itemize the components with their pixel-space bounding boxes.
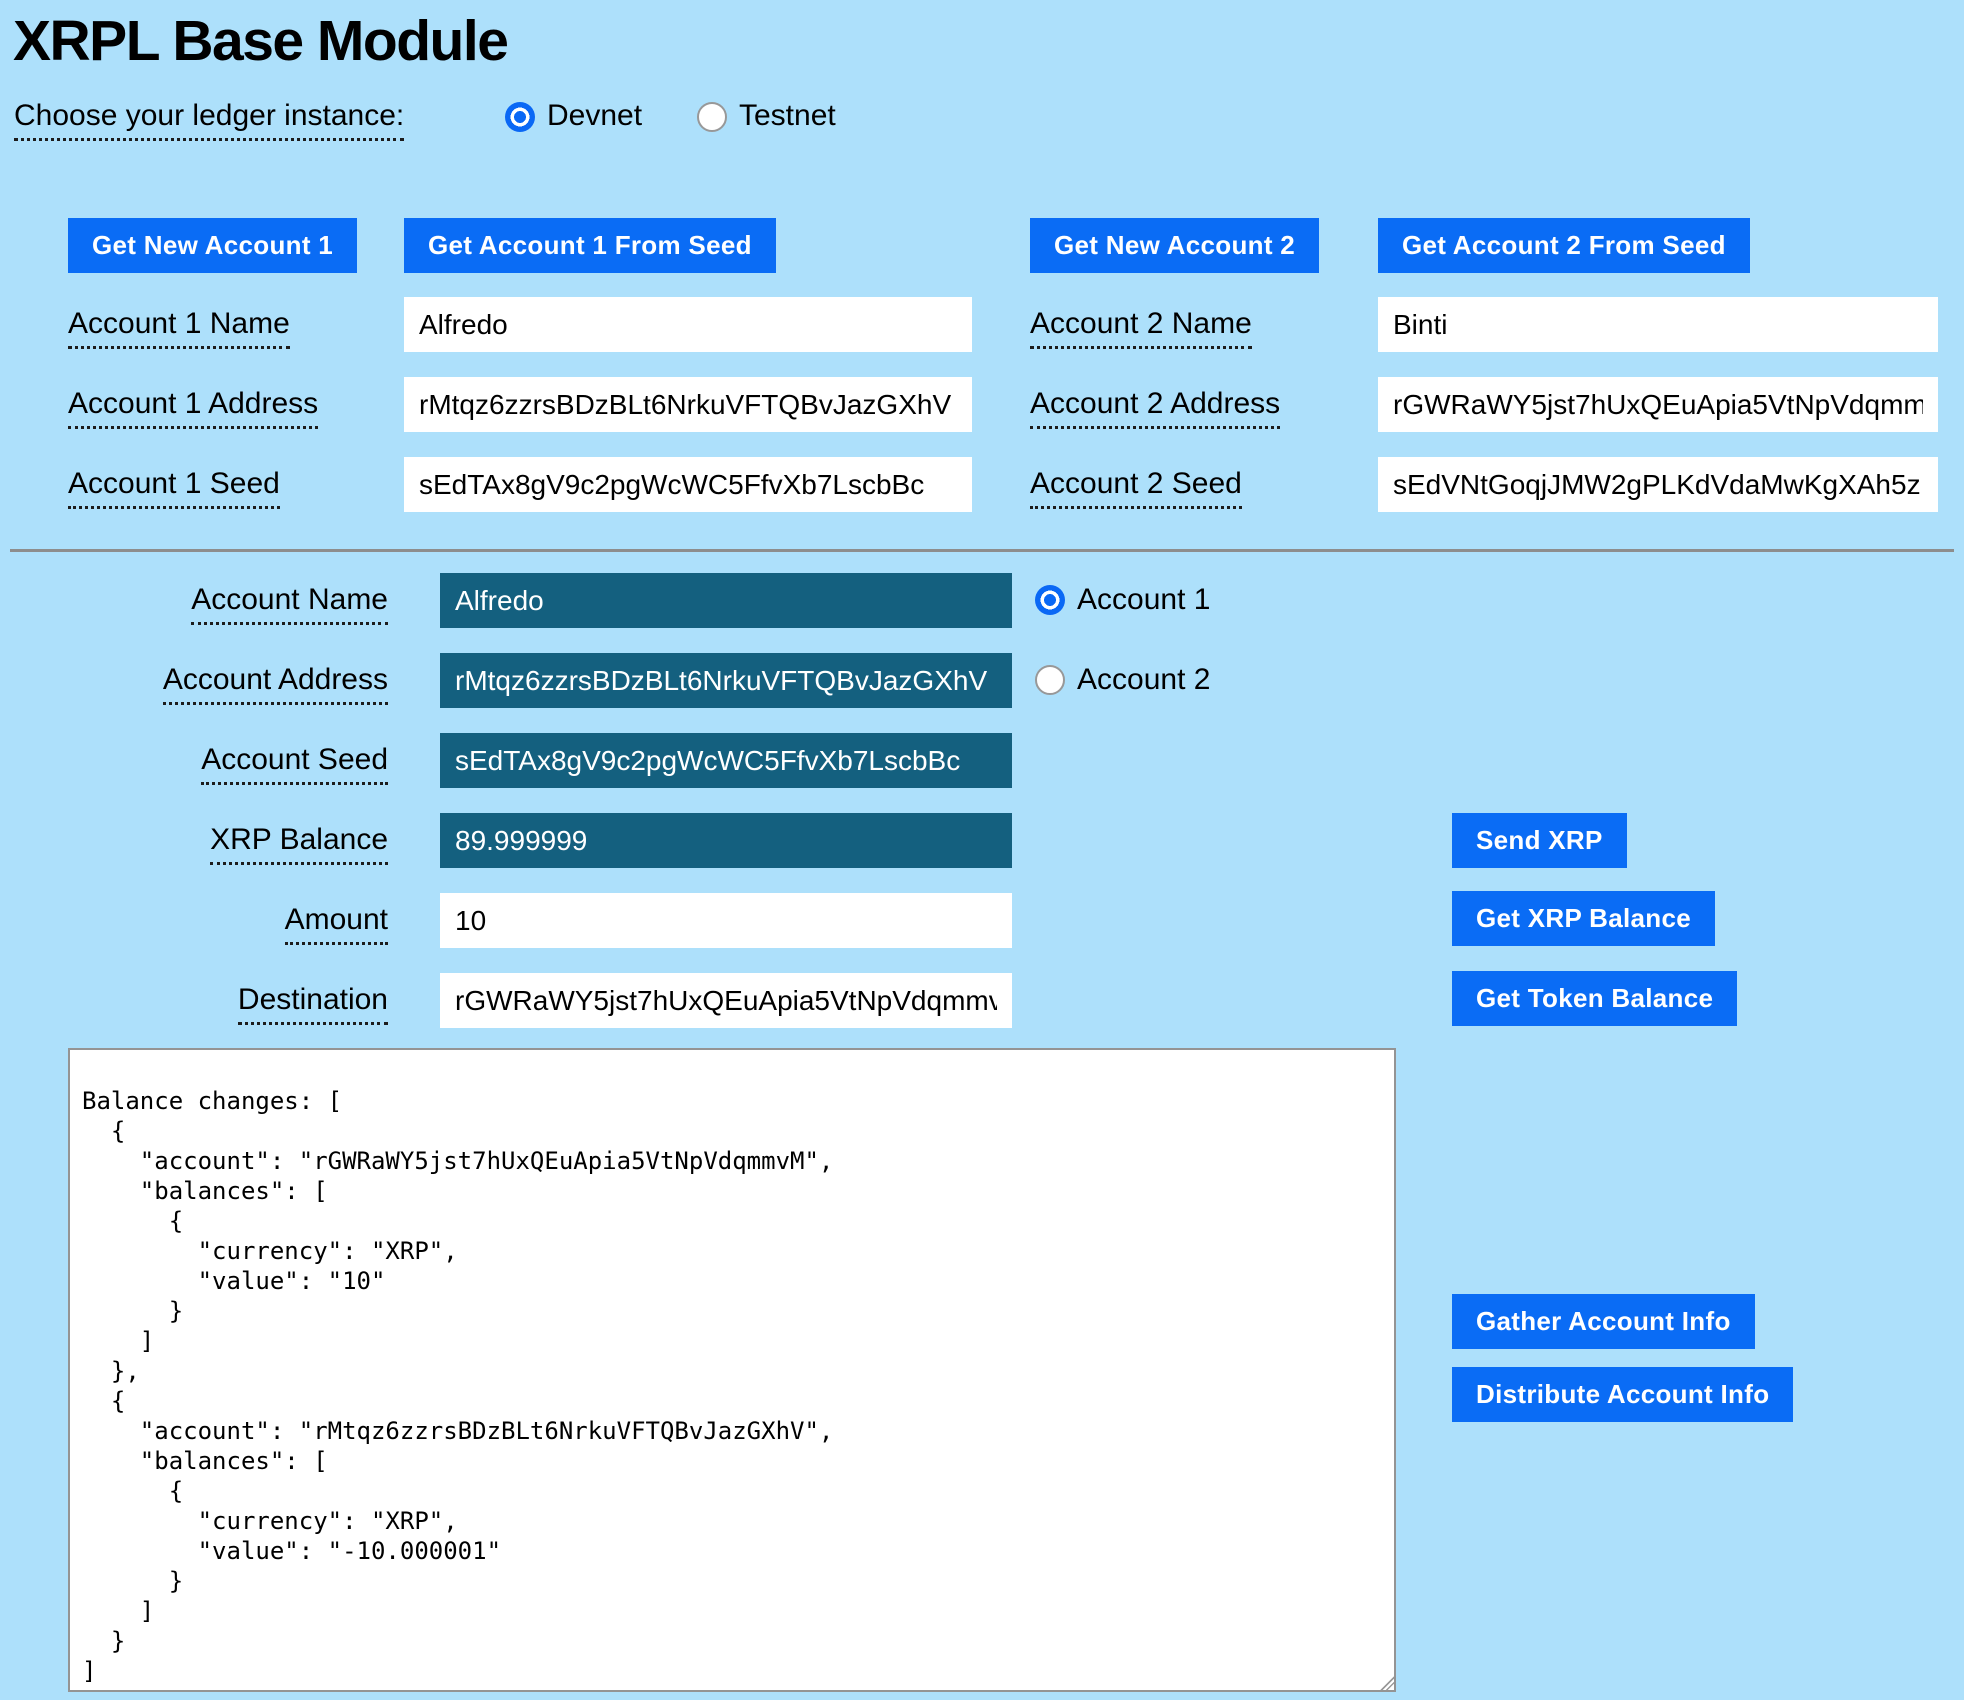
xrp-balance-label: XRP Balance bbox=[68, 822, 388, 865]
account-1-address-input[interactable] bbox=[404, 377, 972, 432]
account-2-seed-label: Account 2 Seed bbox=[1030, 466, 1242, 509]
account-2-address-input[interactable] bbox=[1378, 377, 1938, 432]
testnet-radio[interactable] bbox=[697, 102, 727, 132]
get-xrp-balance-button[interactable]: Get XRP Balance bbox=[1452, 891, 1716, 946]
account-2-name-input[interactable] bbox=[1378, 297, 1938, 352]
xrp-balance-field[interactable] bbox=[440, 813, 1012, 868]
testnet-radio-label[interactable]: Testnet bbox=[739, 99, 836, 132]
get-token-balance-button[interactable]: Get Token Balance bbox=[1452, 971, 1738, 1026]
amount-input[interactable] bbox=[440, 893, 1012, 948]
destination-input[interactable] bbox=[440, 973, 1012, 1028]
ledger-instance-label: Choose your ledger instance: bbox=[14, 98, 405, 141]
account-name-field[interactable] bbox=[440, 573, 1012, 628]
account-address-field[interactable] bbox=[440, 653, 1012, 708]
account-2-radio[interactable] bbox=[1035, 665, 1065, 695]
account-2-radio-label[interactable]: Account 2 bbox=[1077, 663, 1211, 696]
account-seed-label: Account Seed bbox=[68, 742, 388, 785]
distribute-account-info-button[interactable]: Distribute Account Info bbox=[1452, 1367, 1794, 1422]
results-textarea[interactable]: Balance changes: [ { "account": "rGWRaWY… bbox=[68, 1048, 1396, 1692]
account-name-label: Account Name bbox=[68, 582, 388, 625]
account-1-radio-label[interactable]: Account 1 bbox=[1077, 583, 1211, 616]
account-seed-field[interactable] bbox=[440, 733, 1012, 788]
account-2-seed-input[interactable] bbox=[1378, 457, 1938, 512]
destination-label: Destination bbox=[68, 982, 388, 1025]
account-2-name-label: Account 2 Name bbox=[1030, 306, 1252, 349]
get-account-1-from-seed-button[interactable]: Get Account 1 From Seed bbox=[404, 218, 776, 273]
devnet-radio-label[interactable]: Devnet bbox=[547, 99, 643, 132]
devnet-radio[interactable] bbox=[505, 102, 535, 132]
get-new-account-1-button[interactable]: Get New Account 1 bbox=[68, 218, 358, 273]
ledger-instance-label-text: Choose your ledger instance: bbox=[14, 98, 405, 141]
get-account-2-from-seed-button[interactable]: Get Account 2 From Seed bbox=[1378, 218, 1750, 273]
account-2-address-label: Account 2 Address bbox=[1030, 386, 1281, 429]
account-1-seed-label: Account 1 Seed bbox=[68, 466, 280, 509]
account-address-label: Account Address bbox=[68, 662, 388, 705]
account-1-name-input[interactable] bbox=[404, 297, 972, 352]
account-1-address-label: Account 1 Address bbox=[68, 386, 319, 429]
account-1-name-label: Account 1 Name bbox=[68, 306, 290, 349]
amount-label: Amount bbox=[68, 902, 388, 945]
section-divider bbox=[10, 549, 1954, 552]
send-xrp-button[interactable]: Send XRP bbox=[1452, 813, 1627, 868]
gather-account-info-button[interactable]: Gather Account Info bbox=[1452, 1294, 1755, 1349]
account-1-radio[interactable] bbox=[1035, 585, 1065, 615]
page-title: XRPL Base Module bbox=[13, 9, 509, 73]
get-new-account-2-button[interactable]: Get New Account 2 bbox=[1030, 218, 1320, 273]
account-1-seed-input[interactable] bbox=[404, 457, 972, 512]
